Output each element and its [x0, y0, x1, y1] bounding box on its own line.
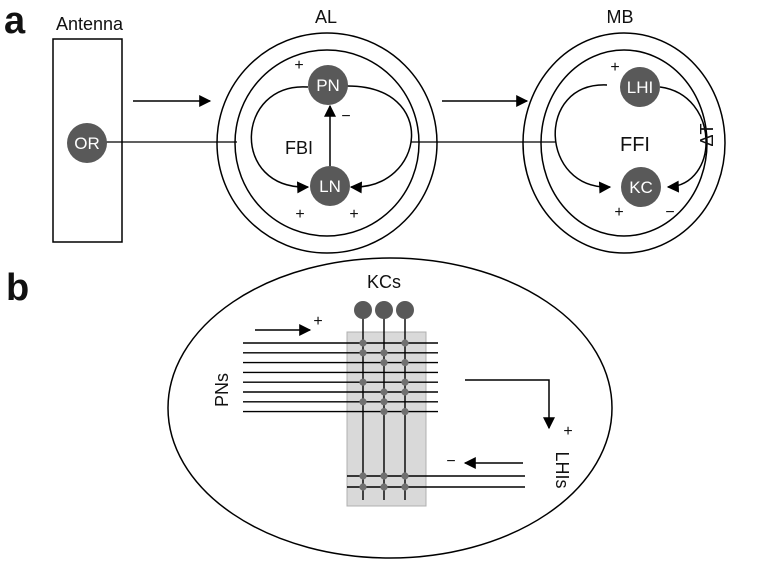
- synapse-dot: [359, 349, 367, 357]
- panel-b-ellipse: [167, 257, 613, 559]
- pn-node-label: PN: [316, 76, 340, 95]
- synapse-dot: [380, 472, 388, 480]
- synapse-dot: [380, 359, 388, 367]
- panel-a-letter: a: [4, 0, 26, 42]
- synapse-dot: [359, 483, 367, 491]
- synapse-dot: [380, 483, 388, 491]
- al-inner-ellipse: [234, 49, 420, 237]
- pn-plus-sign: +: [294, 57, 303, 74]
- kc-cell-body: [396, 301, 414, 319]
- synapse-dot: [401, 388, 409, 396]
- kc-shaded-region: [346, 331, 427, 507]
- ffi-label: FFI: [620, 134, 650, 156]
- kc-node-label: KC: [629, 178, 653, 197]
- al-outer-ellipse: [216, 32, 438, 254]
- or-node: OR: [67, 123, 107, 163]
- synapse-dot: [401, 408, 409, 416]
- mb-inner-ellipse: [540, 49, 708, 237]
- antenna-box: [52, 38, 123, 243]
- pns-label: PNs: [212, 373, 232, 407]
- panel-b: b KCs + PNs + − LHIs: [6, 257, 613, 559]
- kc-cell-body: [375, 301, 393, 319]
- kc-cell-body: [354, 301, 372, 319]
- al-left-loop-arrow: [250, 86, 310, 194]
- synapse-dot: [401, 359, 409, 367]
- synapse-dot: [359, 378, 367, 386]
- synapse-dot: [401, 339, 409, 347]
- synapse-dot: [401, 378, 409, 386]
- synapse-dot: [380, 349, 388, 357]
- synapse-dot: [401, 472, 409, 480]
- lhi-node-label: LHI: [627, 78, 653, 97]
- synapse-dot: [380, 398, 388, 406]
- connectivity-grid: [243, 301, 525, 500]
- mb-right-loop-arrow: [659, 86, 707, 193]
- fbi-label: FBI: [285, 138, 313, 158]
- antenna-label: Antenna: [56, 14, 124, 34]
- kcs-label: KCs: [367, 272, 401, 292]
- pn-minus-sign: −: [341, 108, 350, 125]
- pn-node: PN: [308, 65, 348, 105]
- ln-node-label: LN: [319, 177, 341, 196]
- synapse-dot: [359, 339, 367, 347]
- or-node-label: OR: [74, 134, 100, 153]
- panel-a: a Antenna AL MB OR PN: [4, 0, 726, 254]
- lhi-node: LHI: [620, 67, 660, 107]
- mb-label: MB: [607, 7, 634, 27]
- kc-minus-sign: −: [665, 204, 674, 221]
- delta-t-label: ΔT: [697, 123, 717, 146]
- ln-plus-left-sign: +: [295, 206, 304, 223]
- kc-plus-sign: +: [614, 204, 623, 221]
- lhis-label: LHIs: [552, 451, 572, 488]
- synapse-dot: [359, 398, 367, 406]
- pn-arrow-sign: +: [313, 313, 322, 330]
- ln-node: LN: [310, 166, 350, 206]
- lhi-arrow-sign: −: [446, 453, 455, 470]
- synapse-dot: [359, 472, 367, 480]
- synapse-dot: [380, 388, 388, 396]
- output-arrow-sign: +: [563, 423, 572, 440]
- kc-to-lhi-arrow: [465, 379, 555, 430]
- synapse-dot: [401, 483, 409, 491]
- lhi-plus-sign: +: [610, 59, 619, 76]
- synapse-dot: [380, 408, 388, 416]
- kc-node: KC: [621, 167, 661, 207]
- al-right-loop-arrow: [345, 85, 413, 194]
- ln-plus-right-sign: +: [349, 206, 358, 223]
- mb-outer-ellipse: [522, 32, 726, 254]
- al-label: AL: [315, 7, 337, 27]
- mb-left-loop-arrow: [554, 84, 612, 194]
- panel-b-letter: b: [6, 267, 29, 309]
